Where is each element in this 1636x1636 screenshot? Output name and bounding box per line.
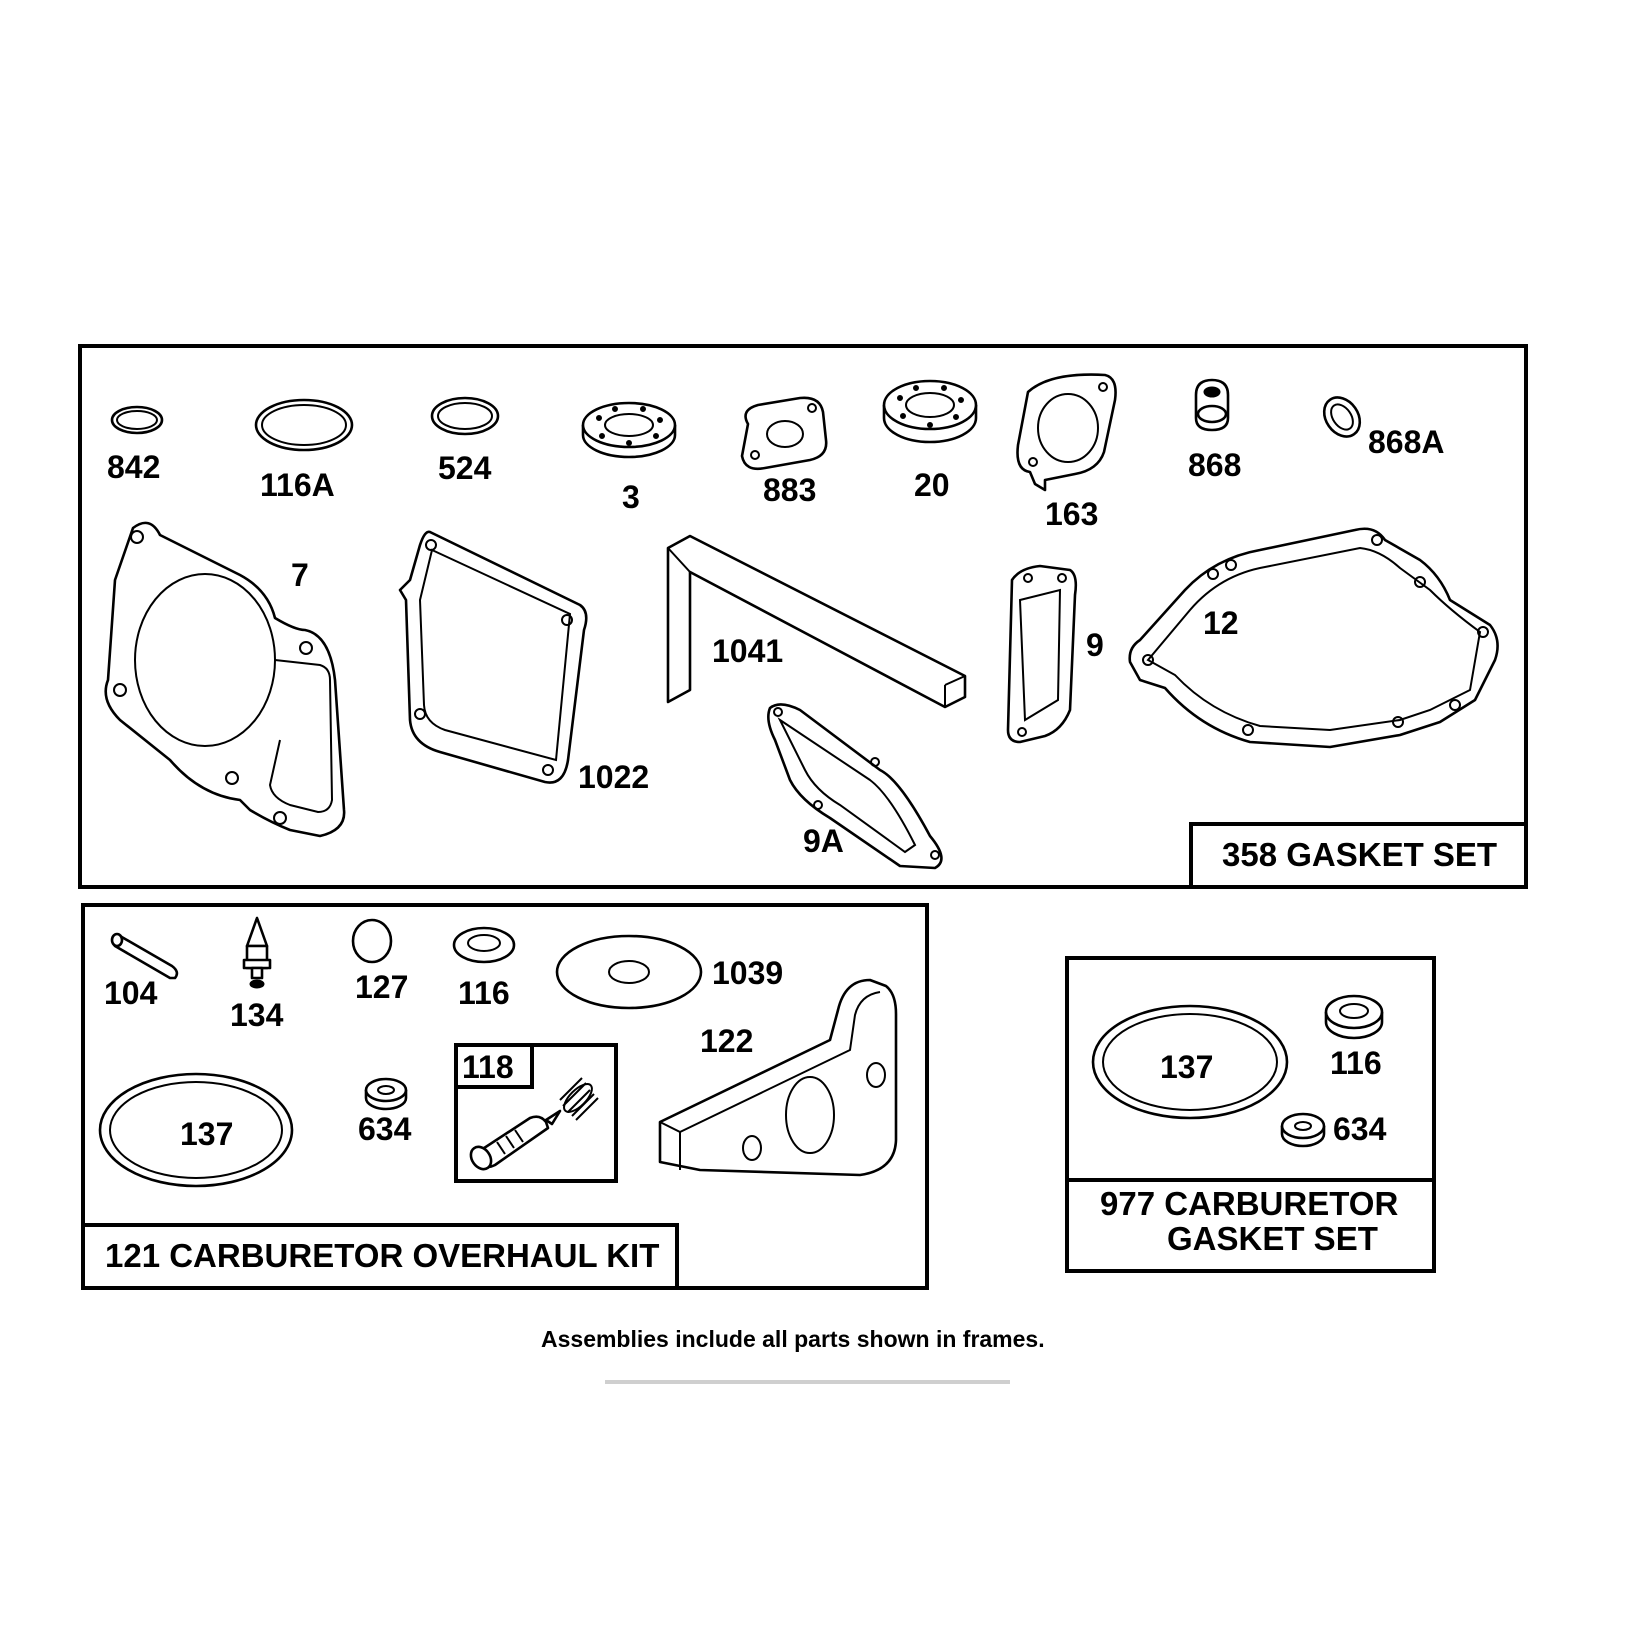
- overhaul-kit-title: 121 CARBURETOR OVERHAUL KIT: [105, 1237, 659, 1274]
- part-20-oil-seal: [882, 379, 978, 444]
- label-634: 634: [358, 1111, 412, 1147]
- carb-set-label-634: 634: [1333, 1111, 1387, 1147]
- carb-set-label-137: 137: [1160, 1049, 1213, 1085]
- footer-faint-title: [605, 1380, 1010, 1384]
- label-1041: 1041: [712, 633, 783, 669]
- part-137-bowl-gasket: [98, 1072, 294, 1188]
- label-842: 842: [107, 449, 160, 485]
- part-12-crankcase-gasket: [1128, 527, 1499, 749]
- part-1039-disc-gasket: [555, 934, 703, 1010]
- label-116A: 116A: [260, 467, 335, 503]
- part-104-pin: [110, 932, 179, 980]
- label-1022: 1022: [578, 759, 649, 795]
- part-868-grommet: [1194, 378, 1230, 432]
- label-9A: 9A: [803, 823, 844, 859]
- overhaul-kit-title-box: [81, 1223, 679, 1290]
- label-116: 116: [458, 975, 510, 1011]
- part-868A-washer: [1322, 396, 1362, 438]
- part-1041-seal-strip: [666, 534, 967, 709]
- label-118: 118: [462, 1049, 514, 1085]
- label-127: 127: [355, 969, 408, 1005]
- carb-gasket-set-title-line1: 977 CARBURETOR: [1100, 1185, 1398, 1222]
- carb-set-part-634-washer: [1280, 1112, 1326, 1148]
- part-122-spacer: [658, 978, 898, 1177]
- part-7-head-gasket: [104, 521, 346, 838]
- label-9: 9: [1086, 627, 1104, 663]
- part-118-label-box: [454, 1043, 534, 1089]
- part-842-oring: [110, 405, 164, 435]
- gasket-set-title: 358 GASKET SET: [1222, 836, 1497, 873]
- label-868A: 868A: [1368, 424, 1445, 460]
- label-868: 868: [1188, 447, 1241, 483]
- label-134: 134: [230, 997, 284, 1033]
- label-1039: 1039: [712, 955, 783, 991]
- part-9-gasket: [1006, 564, 1078, 744]
- part-163-gasket: [1016, 373, 1117, 492]
- part-524-oring: [430, 396, 500, 436]
- gasket-set-title-box: [1189, 822, 1528, 889]
- part-134-inlet-needle: [242, 916, 272, 989]
- part-118-subframe: [454, 1043, 618, 1183]
- gasket-set-frame: [78, 344, 1528, 889]
- label-163: 163: [1045, 496, 1098, 532]
- footer-note: Assemblies include all parts shown in fr…: [541, 1326, 1045, 1352]
- part-883-flange-gasket: [740, 396, 828, 471]
- label-20: 20: [914, 467, 950, 503]
- carb-set-part-116-washer: [1324, 994, 1384, 1040]
- part-3-oil-seal: [581, 401, 677, 459]
- label-7: 7: [291, 557, 309, 593]
- carb-gasket-set-title-box: [1065, 1178, 1436, 1273]
- label-12: 12: [1203, 605, 1239, 641]
- label-3: 3: [622, 479, 640, 515]
- part-9A-gasket: [767, 703, 943, 870]
- part-1022-gasket: [398, 530, 588, 784]
- label-122: 122: [700, 1023, 753, 1059]
- part-118-idle-screw-and-spring: [469, 1077, 599, 1171]
- part-116A-oring: [254, 398, 354, 452]
- carb-set-label-116: 116: [1330, 1045, 1382, 1081]
- carb-set-part-137-bowl-gasket: [1091, 1004, 1289, 1120]
- label-137: 137: [180, 1116, 233, 1152]
- label-524: 524: [438, 450, 492, 486]
- label-104: 104: [104, 975, 158, 1011]
- part-116-washer: [452, 926, 516, 964]
- label-883: 883: [763, 472, 816, 508]
- part-127-welch-plug: [351, 918, 393, 964]
- part-634-washer: [364, 1077, 408, 1111]
- carb-gasket-set-title-line2: GASKET SET: [1167, 1220, 1378, 1257]
